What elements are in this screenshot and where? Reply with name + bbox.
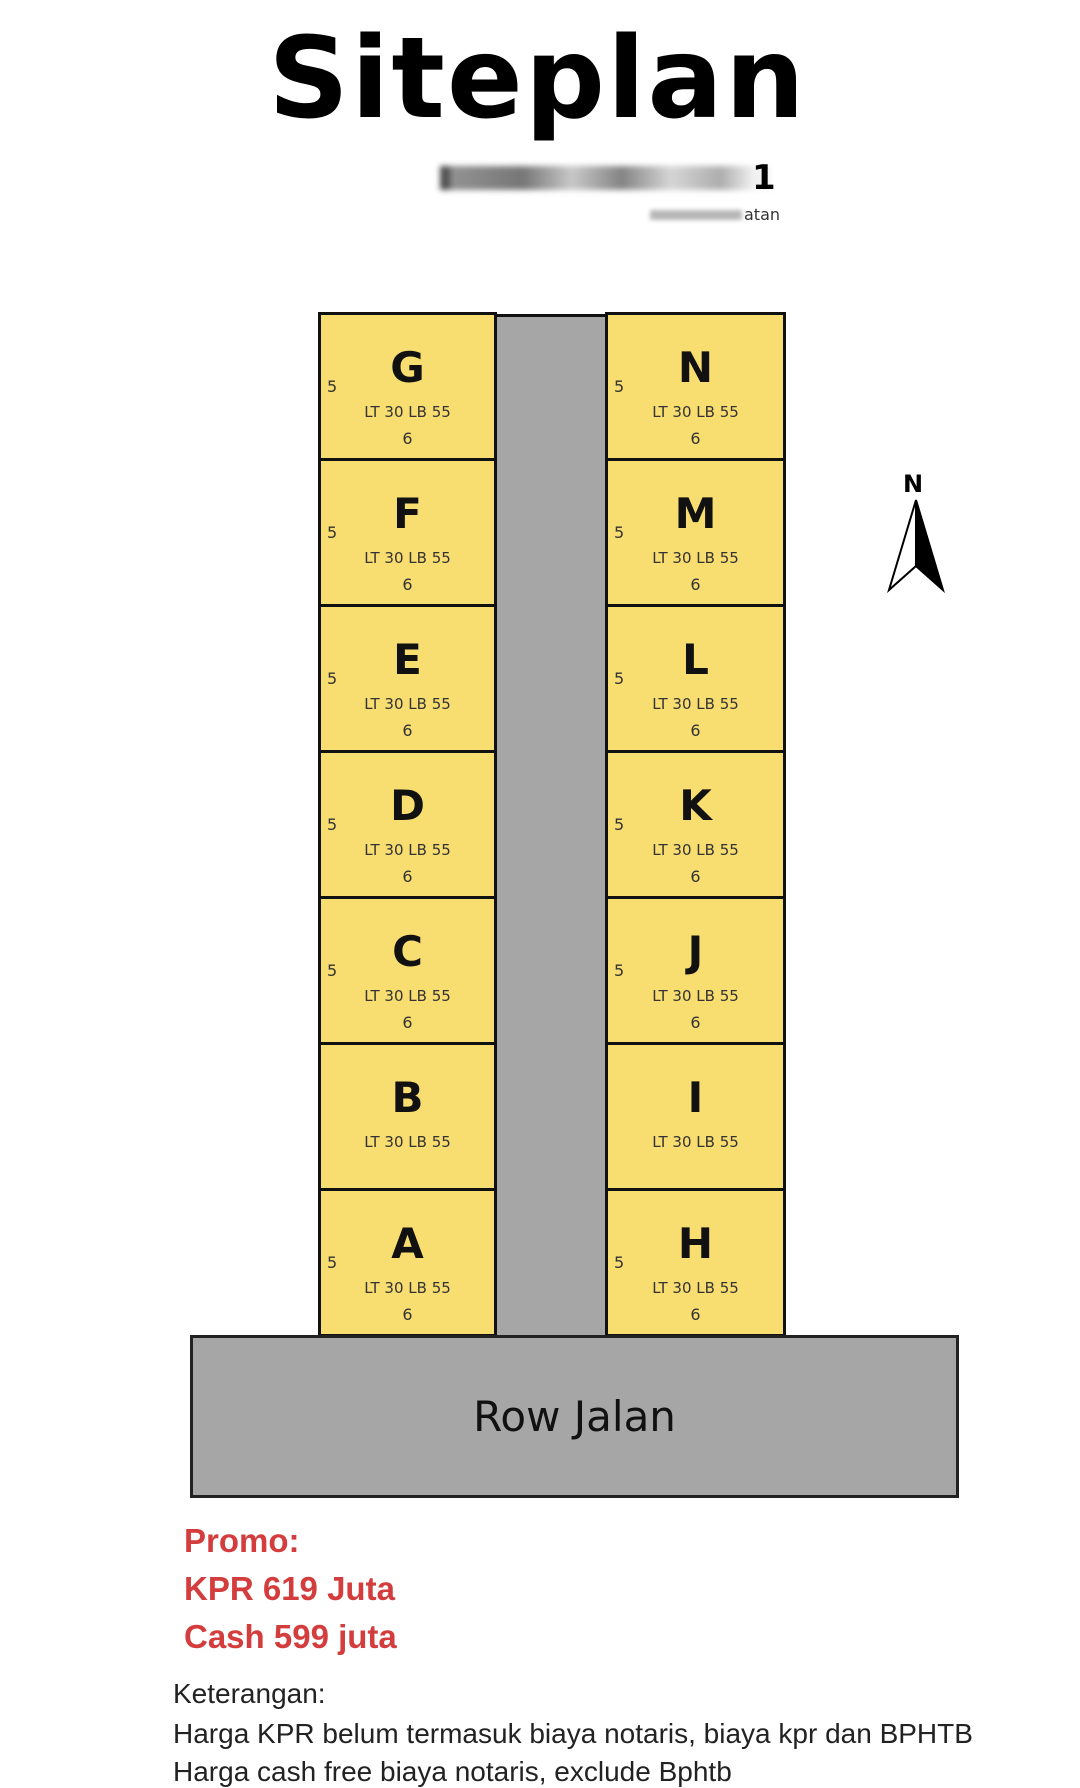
lot-width: 5 [614, 1253, 625, 1272]
lot-depth: 6 [690, 429, 701, 448]
lot-width: 5 [327, 377, 338, 396]
notes-heading: Keterangan: [173, 1678, 326, 1709]
promo-heading: Promo: [184, 1522, 300, 1559]
lot-width: 5 [327, 669, 338, 688]
lot-size-label: LT 30 LB 55 [652, 841, 739, 859]
lot-c: C LT 30 LB 55 5 6 [318, 896, 497, 1045]
lot-letter: E [393, 635, 422, 684]
lot-l: L LT 30 LB 55 5 6 [605, 604, 786, 753]
lot-width: 5 [614, 669, 625, 688]
notes-line-2: Harga cash free biaya notaris, exclude B… [173, 1756, 732, 1787]
lot-j: J LT 30 LB 55 5 6 [605, 896, 786, 1045]
lot-size-label: LT 30 LB 55 [364, 987, 451, 1005]
lot-depth: 6 [402, 867, 413, 886]
lot-letter: B [391, 1073, 424, 1122]
subtitle-line1: 1 [752, 158, 776, 198]
lot-k: K LT 30 LB 55 5 6 [605, 750, 786, 899]
notes-line-1: Harga KPR belum termasuk biaya notaris, … [173, 1718, 973, 1749]
inner-road [494, 314, 608, 1339]
lot-h: H LT 30 LB 55 5 6 [605, 1188, 786, 1337]
lot-m: M LT 30 LB 55 5 6 [605, 458, 786, 607]
promo-kpr-price: KPR 619 Juta [184, 1570, 395, 1607]
lot-f: F LT 30 LB 55 5 6 [318, 458, 497, 607]
lot-depth: 6 [690, 1305, 701, 1324]
main-road: Row Jalan [190, 1335, 959, 1498]
lot-size-label: LT 30 LB 55 [652, 1279, 739, 1297]
lot-width: 5 [614, 377, 625, 396]
lot-b: B LT 30 LB 55 [318, 1042, 497, 1191]
lot-letter: K [679, 781, 712, 830]
lot-size-label: LT 30 LB 55 [652, 549, 739, 567]
lot-depth: 6 [402, 721, 413, 740]
north-arrow-icon [887, 499, 945, 594]
lot-width: 5 [327, 961, 338, 980]
lot-width: 5 [327, 1253, 338, 1272]
lot-size-label: LT 30 LB 55 [364, 695, 451, 713]
lot-a: A LT 30 LB 55 5 6 [318, 1188, 497, 1337]
lot-letter: D [390, 781, 425, 830]
lot-size-label: LT 30 LB 55 [364, 403, 451, 421]
lot-d: D LT 30 LB 55 5 6 [318, 750, 497, 899]
lot-depth: 6 [402, 575, 413, 594]
lot-width: 5 [327, 815, 338, 834]
lot-letter: L [682, 635, 709, 684]
lot-depth: 6 [402, 1305, 413, 1324]
lot-size-label: LT 30 LB 55 [364, 1133, 451, 1151]
lot-width: 5 [614, 815, 625, 834]
promo-cash-price: Cash 599 juta [184, 1618, 397, 1655]
lot-size-label: LT 30 LB 55 [652, 695, 739, 713]
lot-n: N LT 30 LB 55 5 6 [605, 312, 786, 461]
lot-depth: 6 [690, 721, 701, 740]
lot-letter: H [677, 1219, 714, 1268]
lot-depth: 6 [690, 575, 701, 594]
lot-depth: 6 [402, 429, 413, 448]
lot-size-label: LT 30 LB 55 [652, 403, 739, 421]
lot-letter: C [392, 927, 423, 976]
lot-size-label: LT 30 LB 55 [364, 549, 451, 567]
lot-letter: M [674, 489, 717, 538]
lot-size-label: LT 30 LB 55 [364, 1279, 451, 1297]
lot-width: 5 [614, 961, 625, 980]
redacted-address [650, 210, 742, 220]
lot-letter: A [391, 1219, 424, 1268]
lot-depth: 6 [690, 867, 701, 886]
lot-size-label: LT 30 LB 55 [364, 841, 451, 859]
lot-letter: I [687, 1073, 704, 1122]
lot-e: E LT 30 LB 55 5 6 [318, 604, 497, 753]
lot-i: I LT 30 LB 55 [605, 1042, 786, 1191]
lot-letter: F [393, 489, 422, 538]
redacted-subtitle [440, 166, 770, 190]
lot-depth: 6 [690, 1013, 701, 1032]
lot-letter: J [687, 927, 704, 976]
subtitle-line2: atan [744, 205, 781, 224]
lot-size-label: LT 30 LB 55 [652, 987, 739, 1005]
lot-letter: N [677, 343, 714, 392]
lot-g: G LT 30 LB 55 5 6 [318, 312, 497, 461]
lot-size-label: LT 30 LB 55 [652, 1133, 739, 1151]
lot-letter: G [390, 343, 425, 392]
lot-depth: 6 [402, 1013, 413, 1032]
lot-width: 5 [327, 523, 338, 542]
lot-width: 5 [614, 523, 625, 542]
page-title: Siteplan [268, 14, 807, 144]
compass-label: N [903, 470, 924, 498]
